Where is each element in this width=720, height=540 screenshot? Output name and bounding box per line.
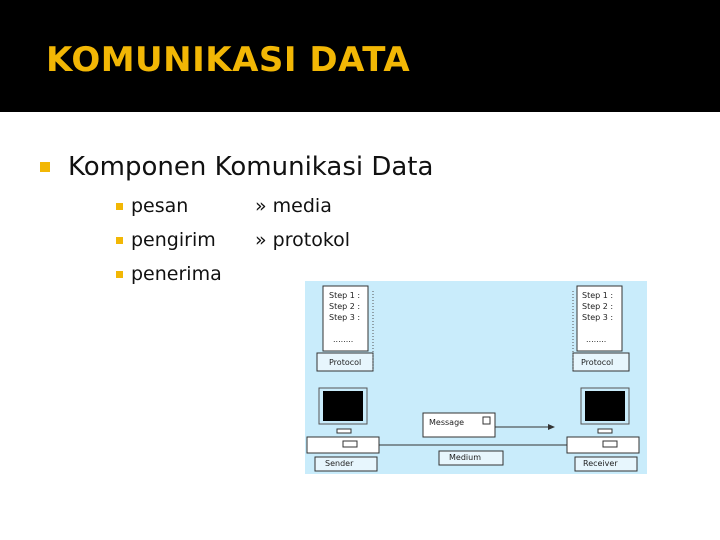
receiver-label: Receiver [583, 459, 618, 468]
ellipsis-text: ........ [586, 335, 607, 344]
monitor-stand-left [336, 428, 352, 434]
protocol-label-box-right [572, 352, 630, 372]
monitor-frame-right [580, 387, 630, 425]
bullet-item: penerima [116, 263, 222, 285]
monitor-screen-right [585, 391, 625, 421]
square-bullet-icon [40, 162, 50, 172]
protocol-diagram: Step 1 : Step 2 : Step 3 : ........ Prot… [305, 281, 647, 474]
step-label: Step 1 : [582, 291, 614, 300]
bullet-item-text: pesan [131, 195, 189, 217]
bullet-item: pesan [116, 195, 188, 217]
receiver-label-box [574, 456, 638, 472]
diagram-drawing [306, 285, 640, 472]
bullet-item: pengirim [116, 229, 216, 251]
monitor-screen-left [323, 391, 363, 421]
message-arrow-head [548, 424, 555, 430]
monitor-stand-right [597, 428, 613, 434]
protocol-label-right: Protocol [581, 358, 614, 367]
medium-label-box [438, 450, 504, 466]
protocol-sheet-left [322, 285, 369, 352]
drive-slot-right [602, 440, 618, 448]
slide-title: KOMUNIKASI DATA [46, 40, 411, 80]
protocol-sheet-right [576, 285, 623, 352]
square-bullet-icon [116, 202, 123, 210]
sender-label-box [314, 456, 378, 472]
step-label: Step 2 : [329, 302, 361, 311]
step-label: Step 3 : [329, 313, 361, 322]
message-box-corner [482, 416, 491, 425]
square-bullet-icon [116, 236, 123, 244]
right-item-text: » media [255, 195, 332, 217]
bullet-item-text: penerima [131, 263, 222, 285]
protocol-label-box-left [316, 352, 374, 372]
medium-label: Medium [449, 453, 481, 462]
bullet-level1-text: Komponen Komunikasi Data [68, 152, 434, 182]
square-bullet-icon [116, 270, 123, 278]
title-bar: KOMUNIKASI DATA [0, 0, 720, 112]
message-label: Message [429, 418, 465, 427]
monitor-frame-left [318, 387, 368, 425]
step-label: Step 1 : [329, 291, 361, 300]
step-label: Step 3 : [582, 313, 614, 322]
protocol-label-left: Protocol [329, 358, 362, 367]
bullet-level1: Komponen Komunikasi Data [40, 152, 433, 182]
bullet-item-text: pengirim [131, 229, 216, 251]
step-label: Step 2 : [582, 302, 614, 311]
message-box [422, 412, 496, 438]
right-item-text: » protokol [255, 229, 351, 251]
ellipsis-text: ........ [333, 335, 354, 344]
sender-label: Sender [325, 459, 354, 468]
drive-slot-left [342, 440, 358, 448]
